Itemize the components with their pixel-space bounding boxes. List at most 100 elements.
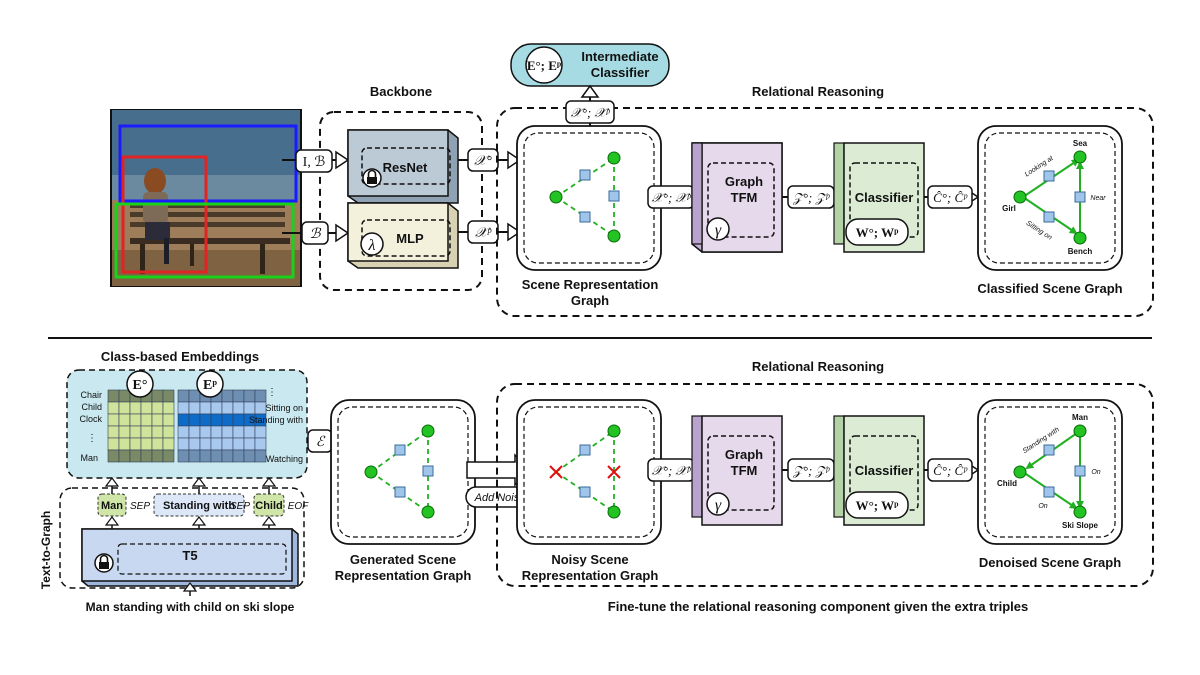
graph-edge-node xyxy=(579,444,591,456)
matrix-cell xyxy=(129,401,142,415)
matrix-cell xyxy=(118,449,131,463)
matrix-cell xyxy=(118,425,131,439)
token-sep: SEP xyxy=(130,501,150,512)
w-label-bottom: W°; Wᵖ xyxy=(856,498,900,513)
matrix-cell xyxy=(210,413,223,427)
lock-icon xyxy=(362,168,382,188)
matrix-cell xyxy=(118,437,131,451)
matrix-cell xyxy=(140,401,153,415)
matrix-cell xyxy=(188,449,201,463)
relational-reasoning-region-top xyxy=(496,107,1154,317)
graph-node xyxy=(421,424,435,438)
xo-label: 𝒳° xyxy=(474,154,492,169)
matrix-cell xyxy=(140,449,153,463)
node-label-girl: Girl xyxy=(1002,204,1016,213)
relational-reasoning-label-bottom: Relational Reasoning xyxy=(752,359,884,374)
noisy-caption-line1: Noisy Scene xyxy=(551,552,628,567)
graph-node xyxy=(1073,150,1087,164)
matrix-cell xyxy=(243,401,256,415)
matrix-cell xyxy=(162,449,175,463)
matrix-cell xyxy=(188,401,201,415)
graph-node xyxy=(1073,424,1087,438)
edge-label-on: On xyxy=(1038,503,1047,510)
backbone-label: Backbone xyxy=(370,84,432,99)
matrix-cell xyxy=(199,449,212,463)
matrix-cell xyxy=(118,413,131,427)
gamma-label: γ xyxy=(715,222,722,239)
w-label: W°; Wᵖ xyxy=(856,225,900,240)
matrix-cell xyxy=(151,425,164,439)
gamma-label-bottom: γ xyxy=(715,497,722,514)
matrix-cell xyxy=(188,389,201,403)
matrix-cell xyxy=(129,425,142,439)
graph-tfm-block: Graph TFM γ xyxy=(691,142,783,253)
input-sentence: Man standing with child on ski slope xyxy=(86,600,295,614)
matrix-cell xyxy=(199,425,212,439)
graph-node xyxy=(607,151,621,165)
t5-block: T5 xyxy=(81,528,299,587)
text-to-graph-region xyxy=(59,487,305,589)
c-label: Ĉ°; Ĉᵖ xyxy=(933,190,968,205)
matrix-cell xyxy=(177,449,190,463)
matrix-cell xyxy=(221,437,234,451)
graph-edge-node xyxy=(608,190,620,202)
matrix-cell xyxy=(243,425,256,439)
ep-label: Eᵖ xyxy=(203,378,217,393)
graph-node xyxy=(1073,505,1087,519)
t5-label: T5 xyxy=(182,548,197,563)
lock-icon xyxy=(94,553,114,573)
graph-edge-node xyxy=(579,486,591,498)
matrix-cell xyxy=(107,425,120,439)
graph-node xyxy=(1073,231,1087,245)
intermediate-classifier-math: E°; Eᵖ xyxy=(527,58,562,73)
matrix-cell xyxy=(221,413,234,427)
input-ib-label: I, ℬ xyxy=(303,155,326,170)
matrix-cell xyxy=(151,389,164,403)
graph-edge-node xyxy=(579,211,591,223)
intermediate-classifier-line2: Classifier xyxy=(591,65,650,80)
matrix-cell xyxy=(232,437,245,451)
matrix-cell xyxy=(199,401,212,415)
matrix-cell xyxy=(188,425,201,439)
generated-caption-line1: Generated Scene xyxy=(350,552,456,567)
matrix-cell xyxy=(254,425,267,439)
classifier-label: Classifier xyxy=(855,190,914,205)
node-label-bench: Bench xyxy=(1068,247,1093,256)
matrix-cell xyxy=(188,437,201,451)
class-label: Chair xyxy=(80,390,102,400)
classifier-to-graph-arrow: Ĉ°; Ĉᵖ xyxy=(924,185,980,209)
class-label: Clock xyxy=(79,414,102,424)
node-label-child: Child xyxy=(997,479,1017,488)
embedding-matrix-predicates xyxy=(177,389,267,463)
matrix-cell xyxy=(221,425,234,439)
relational-reasoning-region-bottom xyxy=(496,383,1154,587)
backbone-region xyxy=(319,111,483,291)
class-embeddings-panel: E° Eᵖ Chair Child Clock ⋮ Man ⋮ Sitting … xyxy=(66,369,308,479)
node-label-man: Man xyxy=(1072,413,1088,422)
denoised-scene-graph: Man Child Ski Slope Standing with On On xyxy=(977,399,1123,545)
matrix-cell xyxy=(188,413,201,427)
lambda-label: λ xyxy=(368,237,376,254)
e-arrow-label: ℰ xyxy=(316,435,326,450)
token-eof: EOF xyxy=(288,501,309,512)
matrix-cell xyxy=(243,437,256,451)
matrix-cell xyxy=(254,449,267,463)
input-b-label: ℬ xyxy=(309,227,321,242)
add-noise-label: Add Noise xyxy=(474,492,526,504)
matrix-cell xyxy=(177,425,190,439)
token: Man xyxy=(101,500,123,512)
matrix-cell xyxy=(107,449,120,463)
node-label-ski-slope: Ski Slope xyxy=(1062,521,1099,530)
matrix-cell xyxy=(210,449,223,463)
edge-label-on: On xyxy=(1091,469,1100,476)
mlp-label: MLP xyxy=(396,231,424,246)
matrix-cell xyxy=(118,401,131,415)
matrix-cell xyxy=(254,437,267,451)
predicate-label: Sitting on xyxy=(265,403,303,413)
classifier-label-bottom: Classifier xyxy=(855,463,914,478)
noise-cross-icon xyxy=(607,465,621,479)
matrix-cell xyxy=(107,437,120,451)
matrix-cell xyxy=(243,389,256,403)
intermediate-arrow: 𝒳°; 𝒳ᵖ xyxy=(565,84,615,126)
